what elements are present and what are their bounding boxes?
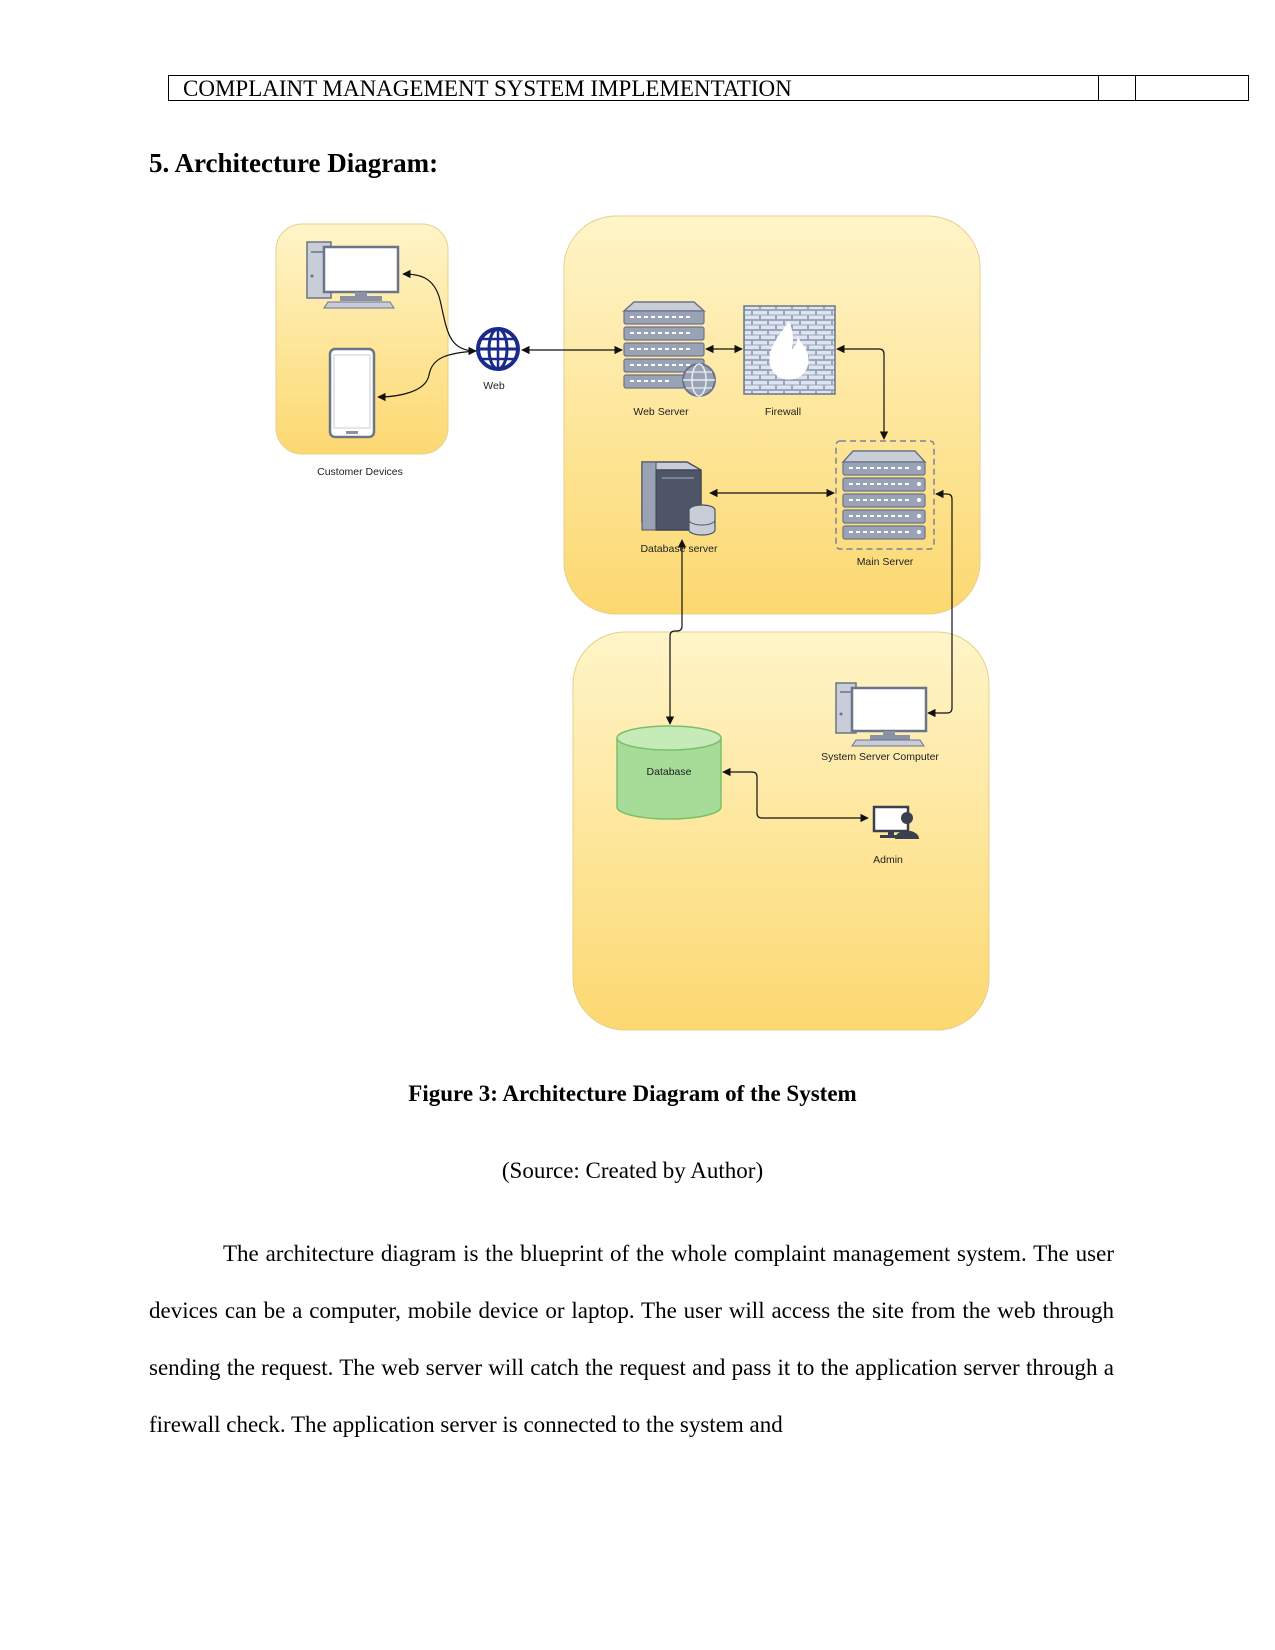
admin-label: Admin <box>873 854 903 866</box>
connector-computer-web <box>402 269 477 356</box>
connector-firewall-mainserver <box>836 344 889 440</box>
web-globe-icon <box>476 327 520 371</box>
body-paragraph: The architecture diagram is the blueprin… <box>149 1241 1114 1437</box>
system-server-computer-icon <box>835 682 928 747</box>
web-server-icon <box>622 301 716 397</box>
header-title: COMPLAINT MANAGEMENT SYSTEM IMPLEMENTATI… <box>169 76 1099 100</box>
architecture-diagram: Customer Devices Web Web S <box>275 215 990 1031</box>
database-icon <box>616 725 722 820</box>
main-server-label: Main Server <box>857 556 914 568</box>
main-server-icon <box>835 440 935 550</box>
system-server-computer-label: System Server Computer <box>821 751 939 763</box>
customer-devices-label: Customer Devices <box>317 466 403 478</box>
connector-phone-web <box>377 350 477 402</box>
database-server-icon <box>641 461 716 536</box>
web-server-label: Web Server <box>633 406 689 418</box>
database-server-label: Database server <box>640 543 718 555</box>
web-label: Web <box>483 380 505 392</box>
firewall-icon <box>743 305 836 395</box>
figure-source: (Source: Created by Author) <box>501 1158 764 1183</box>
connector-mainserver-systemcomputer <box>927 489 953 718</box>
header-empty-cell <box>1099 76 1136 100</box>
section-heading: 5. Architecture Diagram: <box>149 148 439 178</box>
desktop-computer-icon <box>306 241 400 309</box>
smartphone-icon <box>328 347 376 439</box>
admin-icon <box>872 805 919 839</box>
figure-caption: Figure 3: Architecture Diagram of the Sy… <box>408 1081 857 1106</box>
running-header: COMPLAINT MANAGEMENT SYSTEM IMPLEMENTATI… <box>168 75 1249 101</box>
database-label: Database <box>647 766 692 778</box>
firewall-label: Firewall <box>765 406 801 418</box>
connectors <box>377 269 953 823</box>
connector-database-admin <box>722 767 869 823</box>
connector-dbserver-database <box>665 539 687 725</box>
